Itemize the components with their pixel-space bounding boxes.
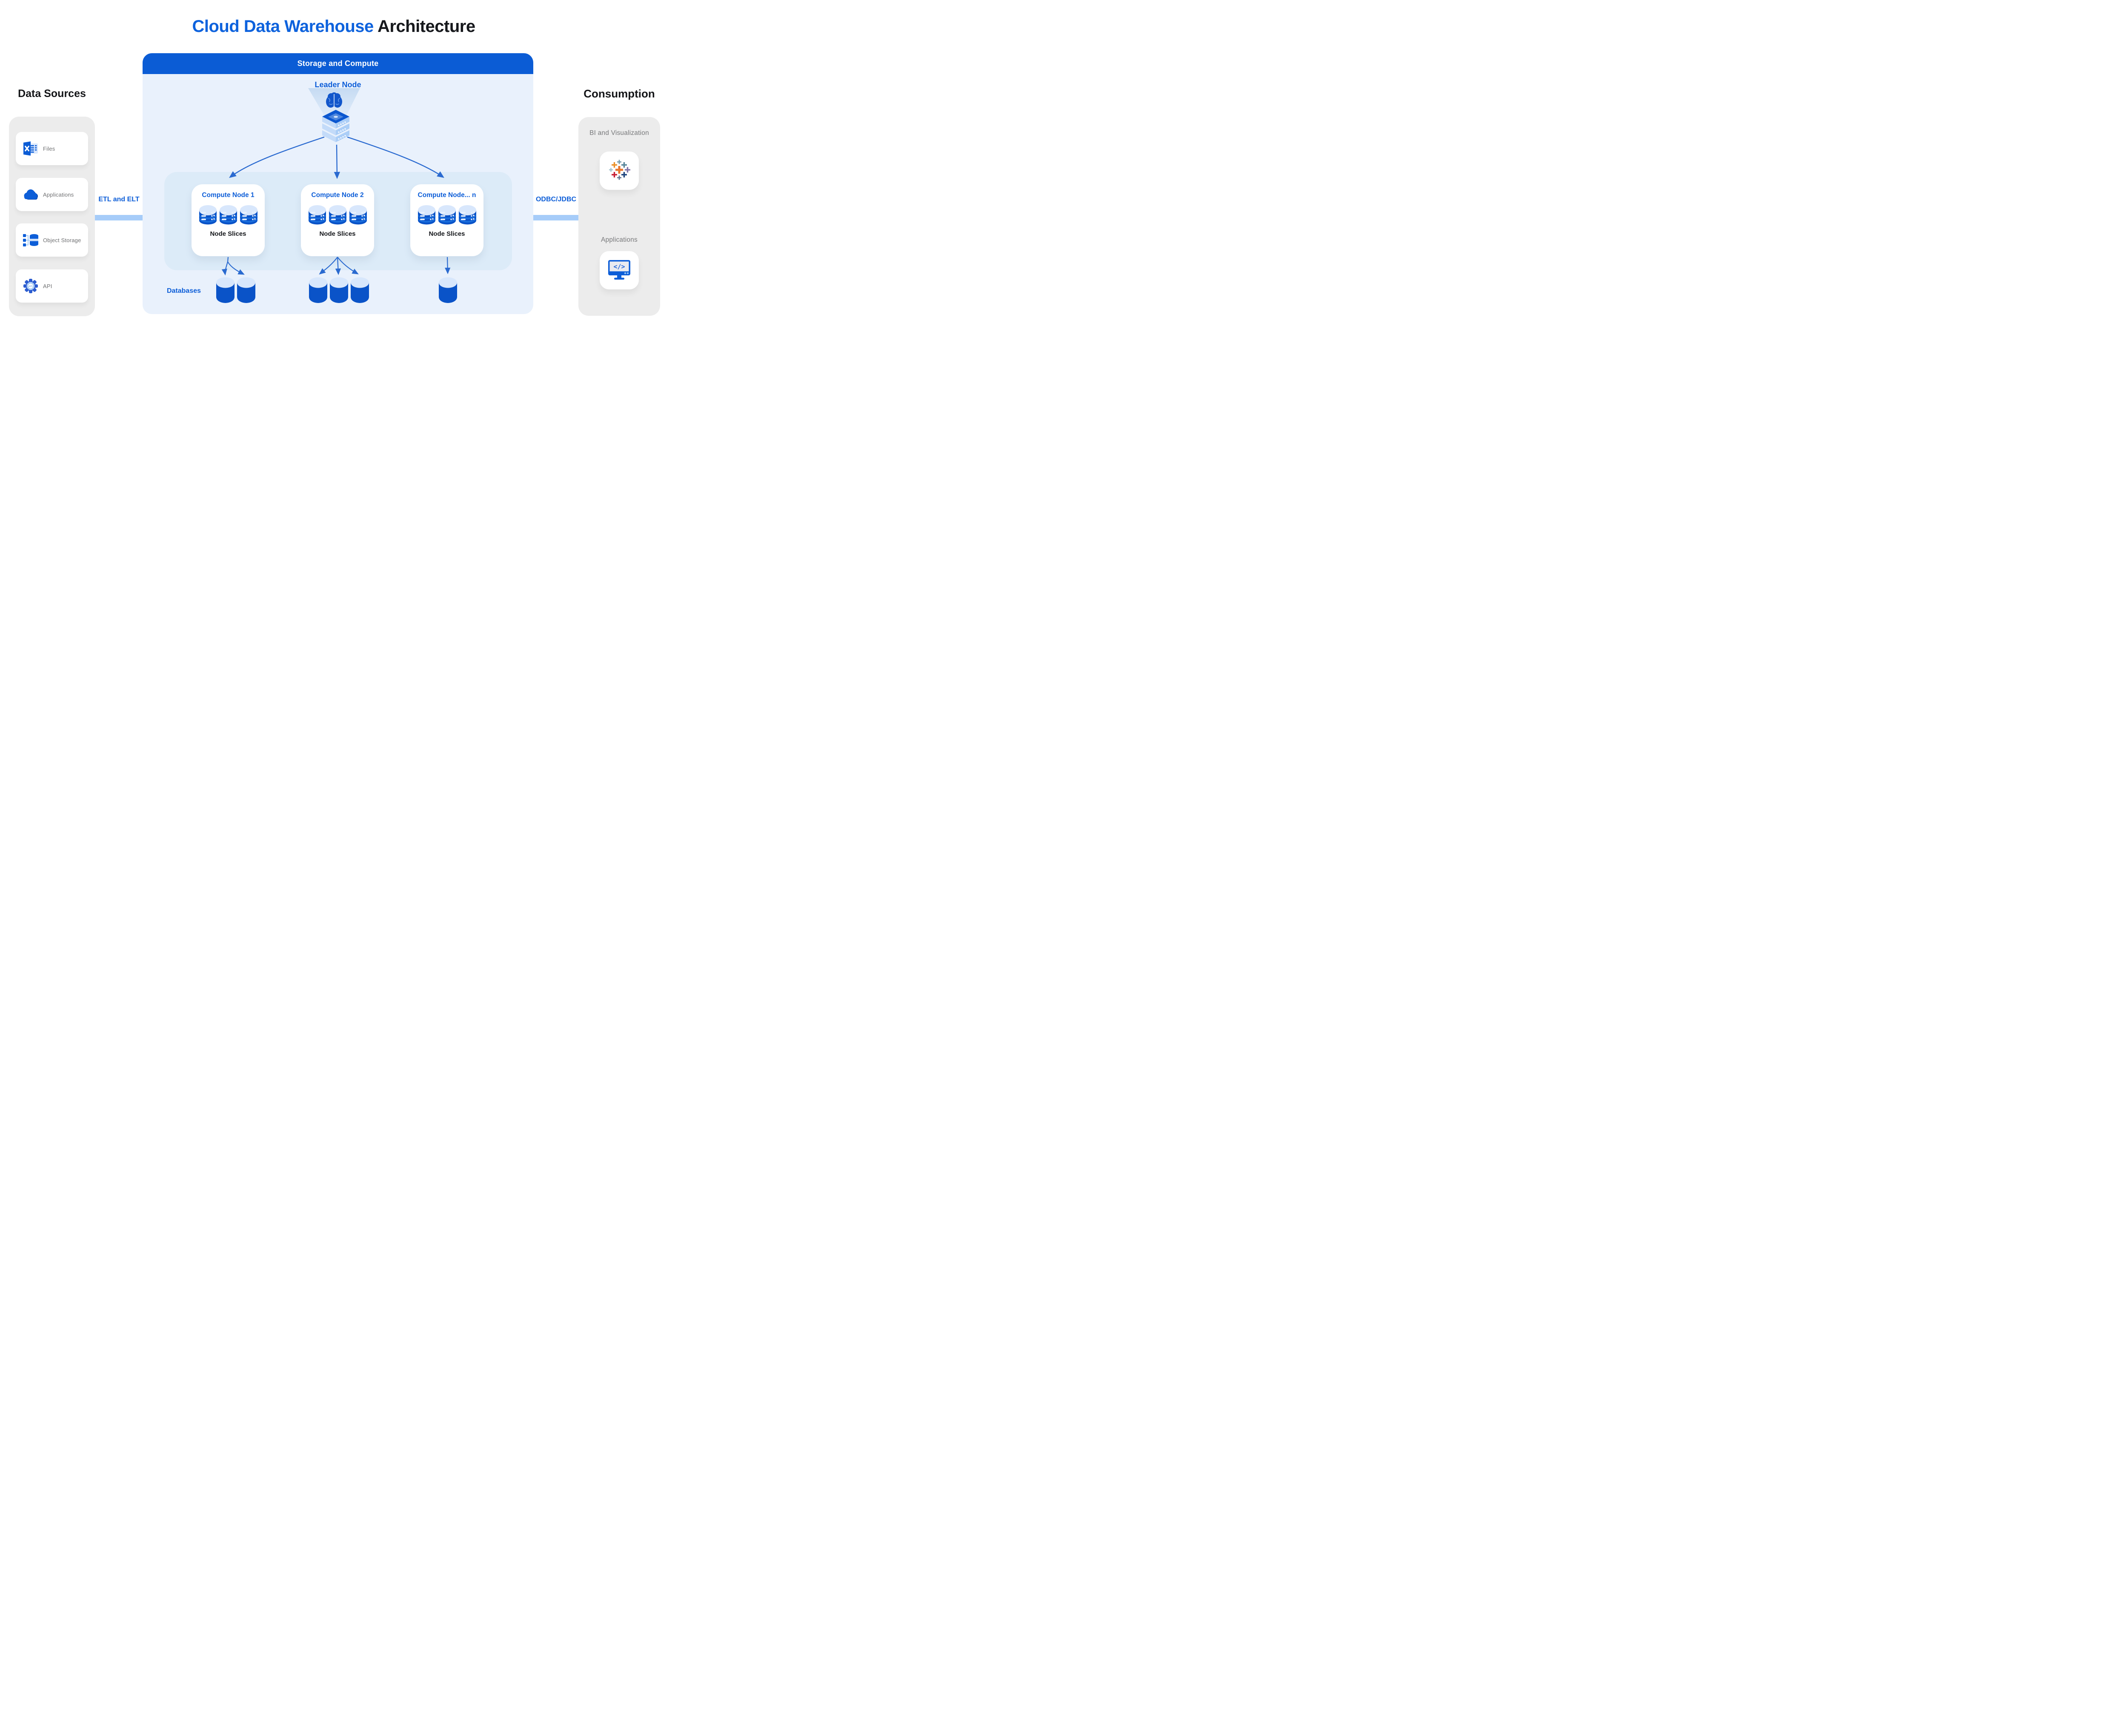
- source-label: Applications: [43, 191, 74, 198]
- database-cylinder: [237, 277, 255, 303]
- bi-visualization-tile: [600, 152, 639, 190]
- tableau-icon: [607, 158, 631, 184]
- page-title-rest: Architecture: [377, 17, 475, 36]
- node-slice-cylinder-icon: [199, 205, 217, 225]
- source-label: Object Storage: [43, 237, 81, 243]
- node-slices-label: Node Slices: [319, 230, 356, 237]
- source-card-api: API API: [16, 269, 88, 303]
- svg-text:</>: </>: [613, 263, 625, 270]
- databases-group-1: [216, 277, 255, 303]
- applications-label: Applications: [601, 236, 638, 243]
- etl-label: ETL and ELT: [98, 196, 140, 203]
- code-monitor-icon: </>: [607, 259, 631, 282]
- database-cylinder: [351, 277, 369, 303]
- svg-text:API: API: [29, 285, 33, 288]
- databases-group-2: [309, 277, 369, 303]
- database-cylinder: [439, 277, 457, 303]
- databases-group-3: [439, 277, 457, 303]
- applications-tile: </>: [600, 251, 639, 289]
- object-storage-icon: [22, 232, 39, 249]
- node-slice-cylinder-icon: [458, 205, 476, 225]
- node-slices-icons: [410, 205, 483, 225]
- odbc-label: ODBC/JDBC: [535, 196, 577, 203]
- compute-node-title: Compute Node... n: [418, 192, 476, 199]
- compute-node-title: Compute Node 1: [202, 192, 255, 199]
- node-slice-cylinder-icon: [308, 205, 326, 225]
- api-gear-icon: API: [22, 277, 39, 295]
- source-card-applications: Applications: [16, 178, 88, 211]
- node-slices-label: Node Slices: [210, 230, 246, 237]
- etl-connector-bar: [95, 215, 143, 220]
- compute-node-card-n: Compute Node... n Node Slices: [410, 184, 483, 256]
- node-slice-cylinder-icon: [438, 205, 456, 225]
- database-cylinder: [330, 277, 348, 303]
- node-slices-icons: [301, 205, 374, 225]
- storage-compute-header: Storage and Compute: [143, 53, 533, 74]
- page-title: Cloud Data Warehouse Architecture: [0, 17, 667, 36]
- compute-node-card-2: Compute Node 2 Node Slices: [301, 184, 374, 256]
- consumption-panel: BI and Visualization Applications </>: [578, 117, 660, 316]
- data-sources-panel: Files Applications: [9, 117, 95, 316]
- database-cylinder: [309, 277, 327, 303]
- bi-visualization-label: BI and Visualization: [589, 129, 649, 137]
- odbc-connector-bar: [533, 215, 579, 220]
- source-label: Files: [43, 145, 55, 152]
- consumption-heading: Consumption: [583, 87, 655, 100]
- data-sources-heading: Data Sources: [18, 88, 86, 100]
- page-title-highlight: Cloud Data Warehouse: [192, 17, 374, 36]
- cloud-icon: [22, 186, 39, 203]
- compute-node-card-1: Compute Node 1 Node Slices: [192, 184, 265, 256]
- node-slice-cylinder-icon: [349, 205, 367, 225]
- database-cylinder: [216, 277, 235, 303]
- excel-file-icon: [22, 140, 39, 157]
- node-slice-cylinder-icon: [329, 205, 346, 225]
- node-slice-cylinder-icon: [418, 205, 435, 225]
- node-slices-label: Node Slices: [429, 230, 465, 237]
- source-card-object-storage: Object Storage: [16, 223, 88, 257]
- node-slice-cylinder-icon: [240, 205, 257, 225]
- leader-node-label: Leader Node: [315, 80, 361, 89]
- node-slices-icons: [192, 205, 265, 225]
- source-card-files: Files: [16, 132, 88, 165]
- node-slice-cylinder-icon: [219, 205, 237, 225]
- databases-label: Databases: [166, 287, 201, 295]
- compute-node-title: Compute Node 2: [311, 192, 364, 199]
- source-label: API: [43, 283, 52, 289]
